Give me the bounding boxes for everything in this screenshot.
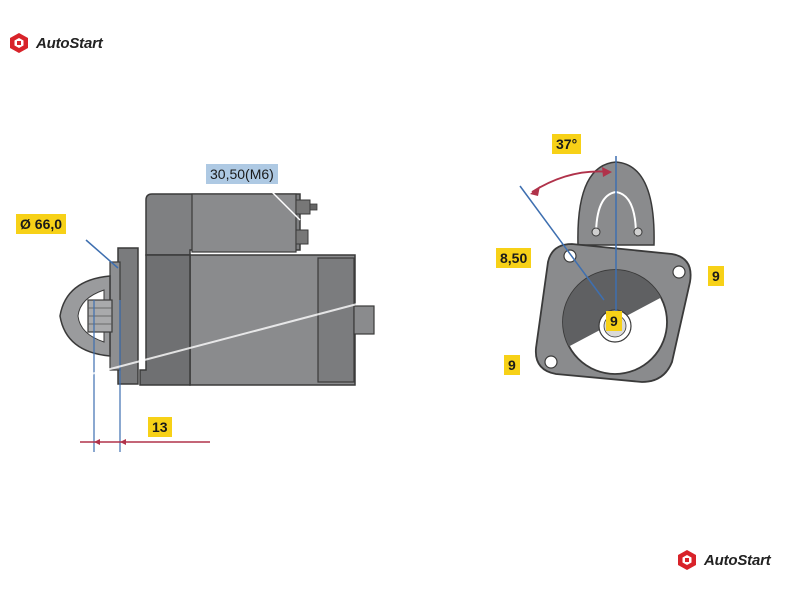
- rear-shaft: [353, 305, 375, 335]
- hexagon-badge-icon: [10, 33, 28, 53]
- side-view: [0, 177, 381, 452]
- diameter-leader: [85, 239, 119, 269]
- flange-right-label: 9: [708, 266, 724, 286]
- teeth-count-label: 9: [606, 311, 622, 331]
- solenoid-body: [191, 193, 297, 253]
- drive-housing: [139, 254, 191, 386]
- mounting-hole-right: [672, 265, 686, 279]
- terminal-bottom: [295, 229, 309, 245]
- front-view: [519, 156, 692, 383]
- offset-dimension-label: 13: [148, 417, 172, 437]
- brand-name: AutoStart: [36, 34, 103, 52]
- angle-dimension-label: 37°: [552, 134, 582, 154]
- brand-logo-bottom: AutoStart: [676, 549, 771, 571]
- flange-left-label: 9: [504, 355, 520, 375]
- terminal-stud: [309, 203, 318, 211]
- hexagon-badge-icon: [678, 550, 696, 570]
- mounting-hole-bottom: [544, 355, 558, 369]
- diameter-dimension-label: Ø 66,0: [16, 214, 67, 234]
- brand-name: AutoStart: [704, 551, 771, 569]
- angle-ref-inclined: [519, 185, 605, 301]
- bolt-dimension-label: 30,50(M6): [206, 164, 278, 184]
- end-cap: [317, 257, 355, 383]
- hole-dimension-label: 8,50: [496, 248, 532, 268]
- terminal-top: [295, 199, 311, 215]
- brand-logo-top: AutoStart: [8, 32, 103, 54]
